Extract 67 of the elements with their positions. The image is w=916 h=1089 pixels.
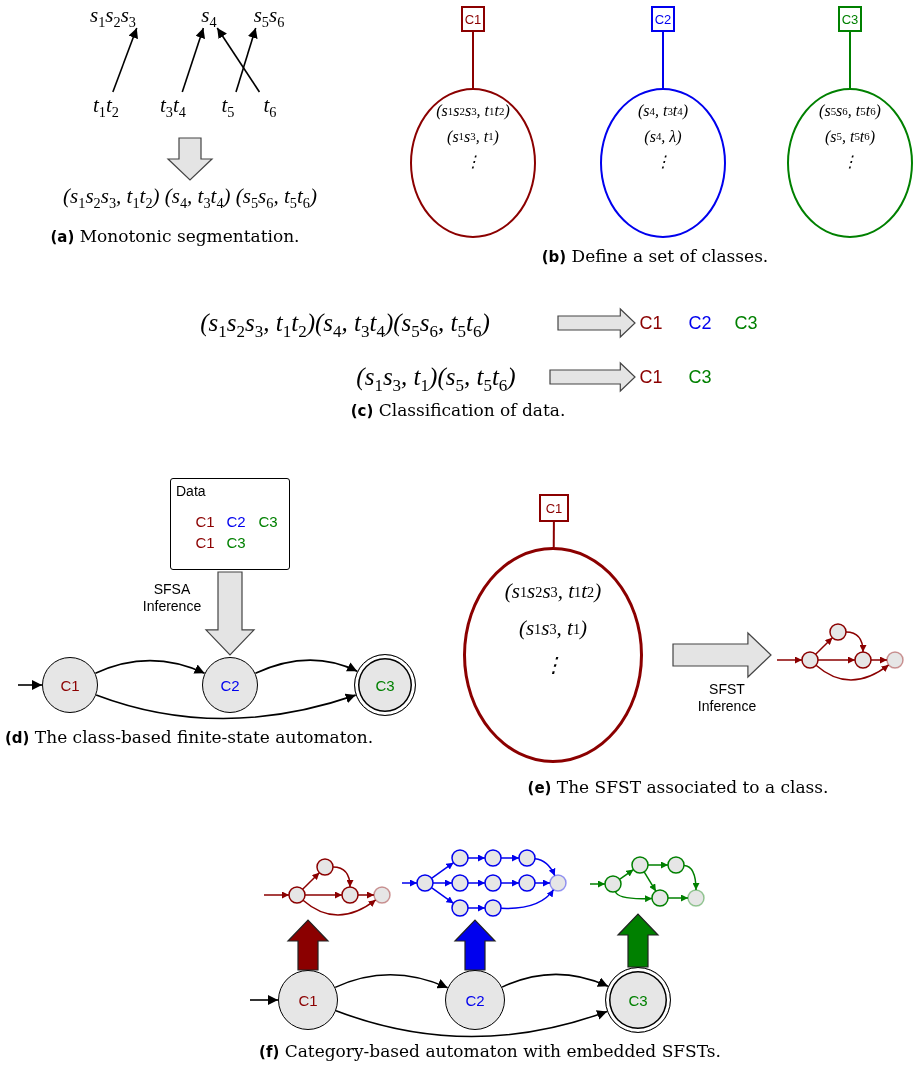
caption: (b) Define a set of classes. [540,246,770,266]
math-text: (s$_{1}$s$_{3}$, t$_{1}$)(s$_{5}$, t$_{5}$t$_{6}$) [325,360,547,394]
arrow [112,27,138,93]
arrow [94,659,206,675]
math-text: s$_{4}$ [194,2,224,28]
arrow [181,27,205,93]
class-label: C2 [223,511,249,531]
arrow [17,680,43,690]
arrow [254,659,358,675]
connector-line [662,31,664,89]
class-label: C3 [223,532,249,552]
heading-text: Data [176,483,206,499]
block-arrow [557,307,636,339]
class-label: C3 [733,312,759,334]
block-arrow [616,913,660,968]
caption: (d) The class-based finite-state automaton. [5,727,375,747]
class-box: C1 [539,494,569,522]
class-label: C1 [192,511,218,531]
class-label: C3 [255,511,281,531]
math-text: s$_{5}$s$_{6}$ [240,2,298,28]
ellipsis-mark: ⋮ [655,153,671,171]
final-state-circle: C3 [354,654,416,716]
connector-line [472,31,474,89]
arrow [249,995,279,1005]
caption: (e) The SFST associated to a class. [526,777,830,797]
state-circle: C1 [278,970,338,1030]
math-text: (s$_{1}$s$_{2}$s$_{3}$, t$_{1}$t$_{2}$)(s$_{4}$, t$_{3}$t$_{4}$)(s$_{5}$s$_{6}$, t$_{5}$t$_{6}$) [135,305,555,341]
caption: (a) Monotonic segmentation. [49,226,301,246]
math-text: t$_{5}$ [214,92,242,118]
block-arrow [549,361,636,393]
class-label: C1 [638,312,664,334]
ellipsis-mark: ⋮ [542,654,564,678]
math-text: s$_{1}$s$_{2}$s$_{3}$ [80,2,146,28]
final-state-circle: C3 [605,967,671,1033]
class-box: C1 [461,6,485,32]
connector-line [849,31,851,89]
ellipsis-mark: ⋮ [842,153,858,171]
block-arrow [204,571,256,656]
block-arrow [672,631,772,679]
automaton-drawing [400,846,570,920]
arrow [501,973,609,988]
arrow [335,1009,608,1038]
class-label: C1 [192,532,218,552]
class-label: C3 [687,366,713,388]
block-arrow [453,919,497,971]
state-circle: C1 [42,657,98,713]
arrow [95,693,357,720]
block-arrow [286,919,330,971]
caption: (f) Category-based automaton with embedded SFSTs. [258,1041,722,1061]
state-circle: C2 [445,970,505,1030]
math-text: t$_{6}$ [256,92,284,118]
ellipsis-mark: ⋮ [465,153,481,171]
math-text: t$_{1}$t$_{2}$ [78,92,134,118]
class-label: C1 [638,366,664,388]
caption: (c) Classification of data. [349,400,567,420]
math-text: t$_{3}$t$_{4}$ [146,92,200,118]
arrow [334,974,449,989]
data-box [170,478,290,570]
arrow [216,27,261,93]
block-arrow [166,137,214,181]
connector-line [552,521,555,548]
math-text: (s$_{1}$s$_{2}$s$_{3}$, t$_{1}$t$_{2}$) (s$_{4}$, t$_{3}$t$_{4}$) (s$_{5}$s$_{6}$, t$_{5}$t$_{6}$) [20,180,360,212]
state-circle: C2 [202,657,258,713]
class-label: C2 [687,312,713,334]
class-box: C2 [651,6,675,32]
class-box: C3 [838,6,862,32]
arrow [235,27,258,93]
